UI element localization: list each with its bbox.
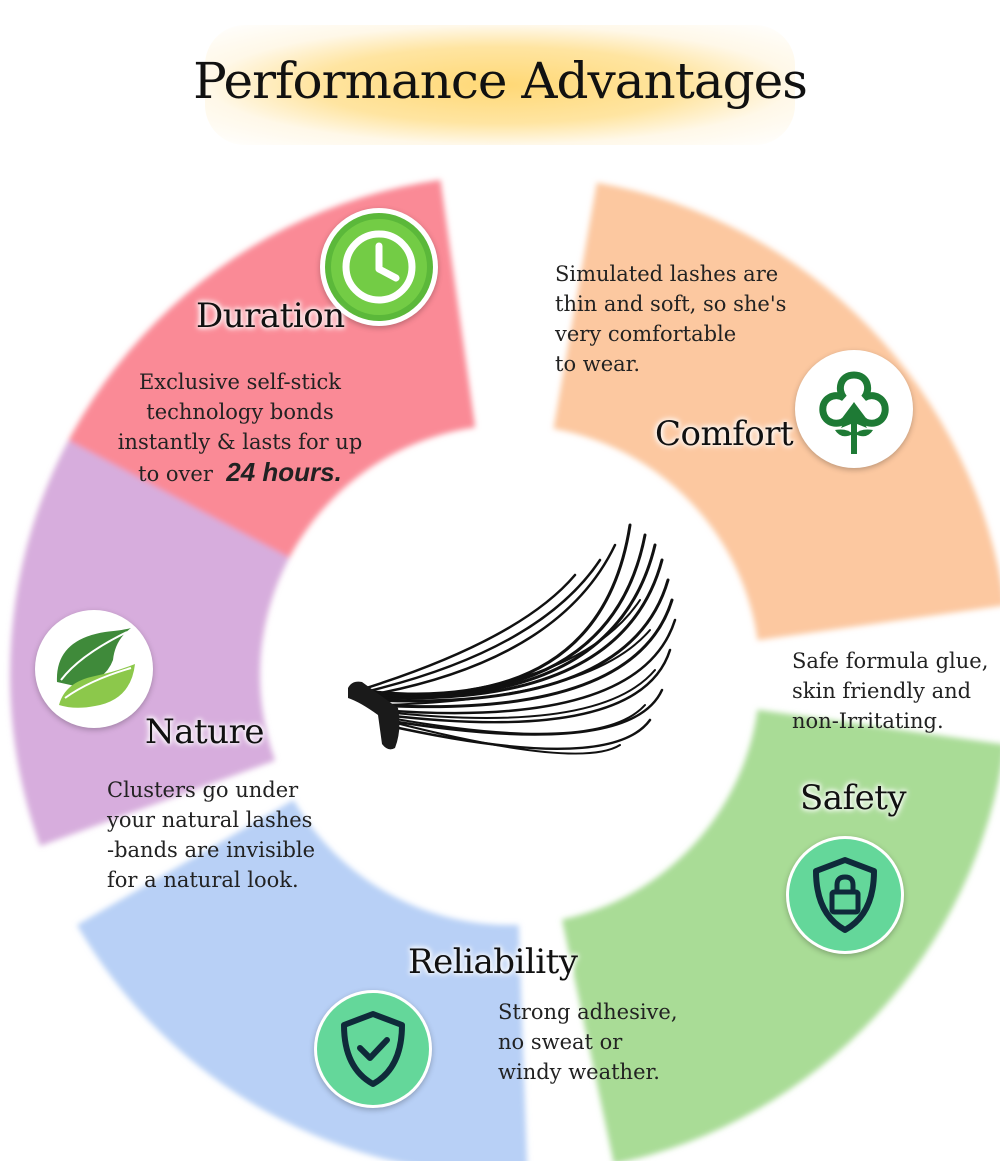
comfort-text-line: very comfortable xyxy=(555,322,737,346)
nature-text-line: your natural lashes xyxy=(107,808,313,832)
safety-text-line: Safe formula glue, xyxy=(792,649,989,673)
leaf-icon xyxy=(35,610,153,728)
reliability-text-line: windy weather. xyxy=(498,1060,660,1084)
comfort-text: Simulated lashes are thin and soft, so s… xyxy=(555,259,815,379)
segment-safety xyxy=(561,709,1000,1161)
segment-nature xyxy=(9,440,290,847)
eyelash-band xyxy=(348,681,400,750)
reliability-text-line: Strong adhesive, xyxy=(498,1000,678,1024)
center-circle xyxy=(270,435,750,915)
safety-label: Safety xyxy=(800,778,907,818)
comfort-text-line: to wear. xyxy=(555,352,641,376)
clock-icon xyxy=(320,208,438,326)
comfort-text-line: thin and soft, so she's xyxy=(555,292,787,316)
safety-text: Safe formula glue, skin friendly and non… xyxy=(792,646,992,736)
segment-comfort xyxy=(553,182,1000,641)
nature-text: Clusters go under your natural lashes -b… xyxy=(107,775,327,895)
nature-text-line: -bands are invisible xyxy=(107,838,316,862)
title-highlight xyxy=(205,25,795,145)
page-title: Performance Advantages xyxy=(193,52,808,110)
duration-text-line: technology bonds xyxy=(146,400,334,424)
duration-label: Duration xyxy=(196,296,345,336)
reliability-text: Strong adhesive, no sweat or windy weath… xyxy=(498,997,718,1087)
safety-text-line: non-Irritating. xyxy=(792,709,944,733)
nature-label: Nature xyxy=(145,712,264,752)
comfort-text-line: Simulated lashes are xyxy=(555,262,779,286)
eyelash-cluster-icon xyxy=(353,523,677,755)
safety-text-line: skin friendly and xyxy=(792,679,972,703)
duration-text-line: Exclusive self-stick xyxy=(138,370,342,394)
nature-text-line: for a natural look. xyxy=(107,868,299,892)
reliability-text-line: no sweat or xyxy=(498,1030,623,1054)
duration-text-line: to over 24 hours. xyxy=(110,457,370,489)
duration-text-line: instantly & lasts for up xyxy=(117,430,363,454)
duration-emphasis: 24 hours. xyxy=(226,457,342,487)
comfort-label: Comfort xyxy=(655,414,794,454)
reliability-label: Reliability xyxy=(408,942,578,982)
duration-prefix: to over xyxy=(138,462,213,486)
cotton-icon xyxy=(795,350,913,468)
duration-text: Exclusive self-stick technology bonds in… xyxy=(110,367,370,489)
shield-check-icon xyxy=(314,990,432,1108)
nature-text-line: Clusters go under xyxy=(107,778,299,802)
shield-lock-icon xyxy=(786,836,904,954)
